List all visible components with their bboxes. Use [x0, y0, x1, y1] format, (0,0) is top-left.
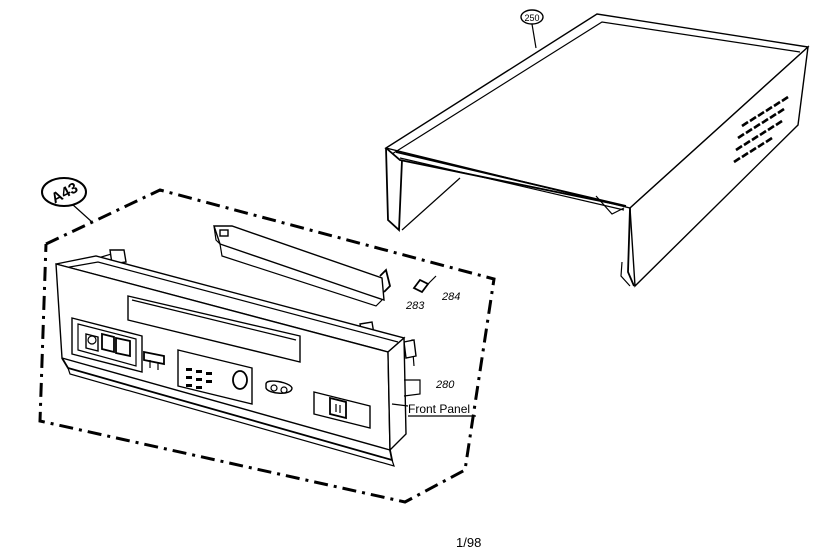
bracket-283: 283 [213, 225, 425, 312]
page-number: 1/98 [456, 535, 482, 550]
screw-284: 284 [412, 275, 460, 303]
front-panel-label: Front Panel [408, 402, 470, 416]
cabinet-vent-slots [733, 95, 789, 164]
callout-280: 280 [435, 379, 455, 391]
callout-250: 250 [524, 13, 539, 23]
front-panel-280: 280 Front Panel [55, 249, 476, 467]
callout-283: 283 [405, 300, 425, 312]
assembly-boundary: A43 [38, 177, 496, 504]
cabinet-cover: 250 [384, 9, 810, 288]
callout-284: 284 [441, 291, 460, 303]
